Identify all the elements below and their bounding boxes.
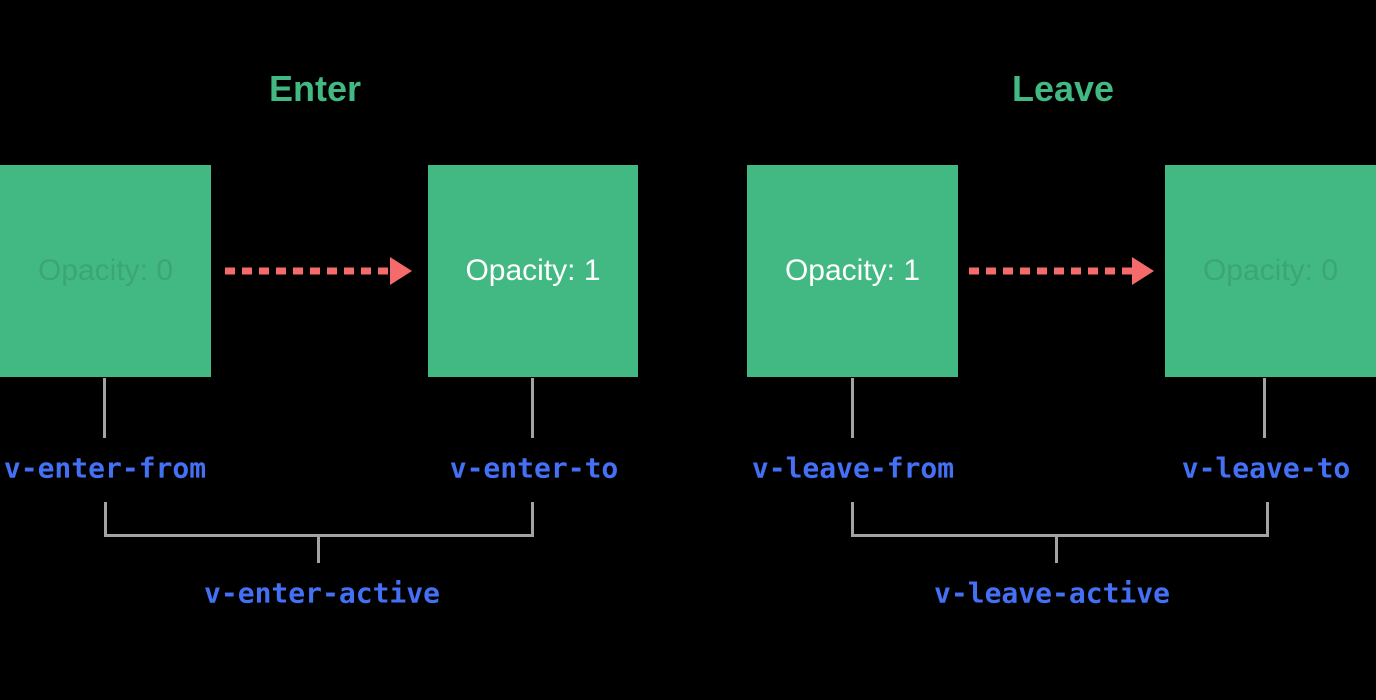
enter-title: Enter [268, 68, 362, 109]
enter-active-class-label: v-enter-active [203, 576, 441, 610]
connector-line [1055, 537, 1058, 563]
leave-to-class-label: v-leave-to [1181, 451, 1351, 485]
leave-title: Leave [1011, 68, 1115, 109]
enter-to-class-label: v-enter-to [449, 451, 619, 485]
leave-active-class-label: v-leave-active [933, 576, 1171, 610]
dashed-arrow-right-icon [969, 257, 1154, 285]
connector-line [317, 537, 320, 563]
enter-from-box: Opacity: 0 [0, 165, 211, 377]
connector-line [103, 378, 106, 438]
leave-active-bracket [851, 502, 1269, 537]
leave-from-box: Opacity: 1 [747, 165, 958, 377]
opacity-label: Opacity: 0 [37, 254, 174, 287]
enter-active-bracket [104, 502, 534, 537]
opacity-label: Opacity: 1 [465, 254, 601, 287]
dashed-arrow-right-icon [225, 257, 412, 285]
enter-from-class-label: v-enter-from [3, 451, 207, 485]
connector-line [1263, 378, 1266, 438]
opacity-label: Opacity: 0 [1202, 254, 1339, 287]
enter-to-box: Opacity: 1 [428, 165, 638, 377]
leave-from-class-label: v-leave-from [751, 451, 955, 485]
connector-line [851, 378, 854, 438]
opacity-label: Opacity: 1 [784, 254, 921, 287]
connector-line [531, 378, 534, 438]
leave-to-box: Opacity: 0 [1165, 165, 1376, 377]
